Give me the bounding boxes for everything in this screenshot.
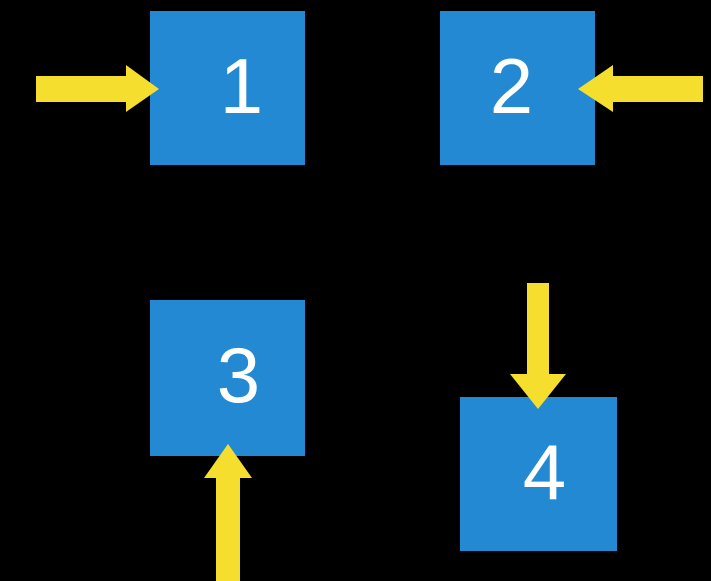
node-box-4[interactable]: 4 <box>460 397 617 551</box>
node-label-3: 3 <box>216 331 261 419</box>
node-label-4: 4 <box>522 428 567 516</box>
arrow-up-into-box-3-icon <box>204 444 252 581</box>
node-box-1[interactable]: 1 <box>150 11 305 165</box>
node-label-1: 1 <box>219 42 264 130</box>
arrow-down-into-box-4-icon <box>510 283 566 409</box>
arrow-right-into-box-1-icon <box>36 65 159 112</box>
node-box-2[interactable]: 2 <box>440 11 595 165</box>
node-label-2: 2 <box>489 42 534 130</box>
arrow-left-into-box-2-icon <box>578 65 703 112</box>
node-box-3[interactable]: 3 <box>150 300 305 456</box>
